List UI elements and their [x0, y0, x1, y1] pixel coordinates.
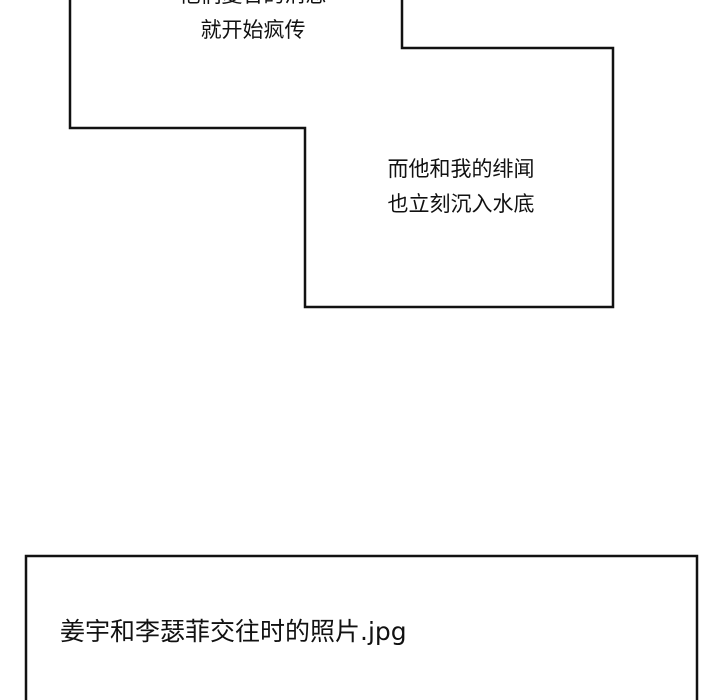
narration-line: 他们复合的消息: [153, 0, 353, 13]
narration-line: 而他和我的绯闻: [387, 157, 535, 181]
narration-right: 而他和我的绯闻 也立刻沉入水底: [361, 152, 561, 222]
narration-line: 就开始疯传: [200, 18, 306, 42]
caption-box-border: [24, 554, 699, 700]
narration-top: 他们复合的消息 就开始疯传: [153, 0, 353, 48]
narration-line: 也立刻沉入水底: [387, 192, 535, 216]
caption-text: 姜宇和李瑟菲交往时的照片.jpg: [60, 617, 407, 646]
speech-box-border: [68, 0, 615, 309]
